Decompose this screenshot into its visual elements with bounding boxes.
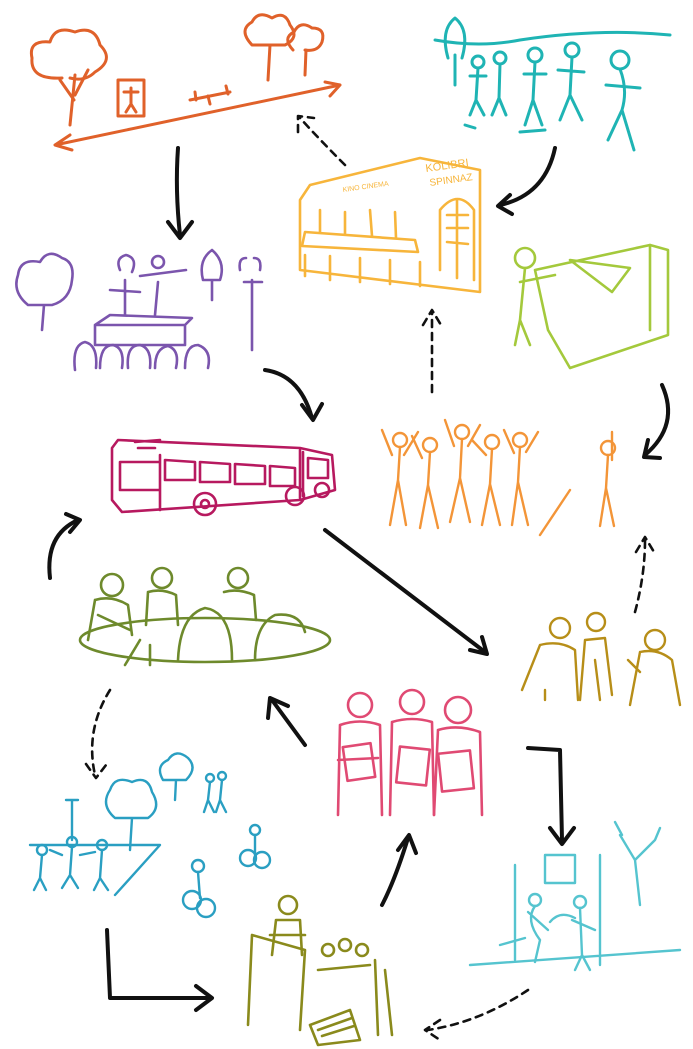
street-cleaning-sketch-icon (468, 820, 682, 972)
dancers-sketch-icon (380, 418, 617, 537)
arrow-cinema-to-park (296, 114, 347, 167)
arrow-group-to-dancers (633, 535, 656, 614)
arrow-dancers-to-cinema (421, 308, 443, 394)
cinema-sign-text: KOLIBRI (425, 157, 470, 175)
cinema-building-sketch-icon (298, 156, 482, 294)
arrow-bus-to-group (323, 528, 489, 656)
arrow-piano-to-readers (380, 833, 418, 907)
round-table-meeting-sketch-icon (78, 566, 332, 667)
outdoor-stage-sketch-icon (15, 248, 264, 372)
people-talking-sketch-icon (520, 611, 682, 707)
arrow-meeting-to-plaza (84, 688, 112, 780)
city-bus-sketch-icon (110, 438, 337, 517)
park-seesaw-sketch-icon (29, 13, 342, 152)
cinema-small-sign-text: KINO CINEMA (342, 181, 389, 194)
arrow-plaza-to-piano (105, 928, 214, 1012)
market-stall-sketch-icon (513, 243, 670, 370)
arrow-readers-to-meeting (266, 696, 307, 747)
arrow-readers-to-cleanup (526, 746, 576, 846)
arrow-meeting-to-bus (47, 512, 82, 580)
cinema-sign-text-2: SPINNAZ (429, 172, 473, 189)
arrow-stage-to-bus (263, 368, 324, 422)
arrow-vendor-to-dancers (642, 383, 671, 460)
street-piano-audience-sketch-icon (246, 894, 394, 1047)
people-walking-sketch-icon (433, 16, 672, 152)
plaza-cyclists-sketch-icon (28, 752, 272, 919)
arrow-walkers-to-cinema (496, 146, 557, 216)
people-holding-folders-sketch-icon (336, 688, 484, 817)
arrow-park-to-stage (166, 146, 194, 240)
arrow-cleanup-to-piano (423, 988, 530, 1042)
